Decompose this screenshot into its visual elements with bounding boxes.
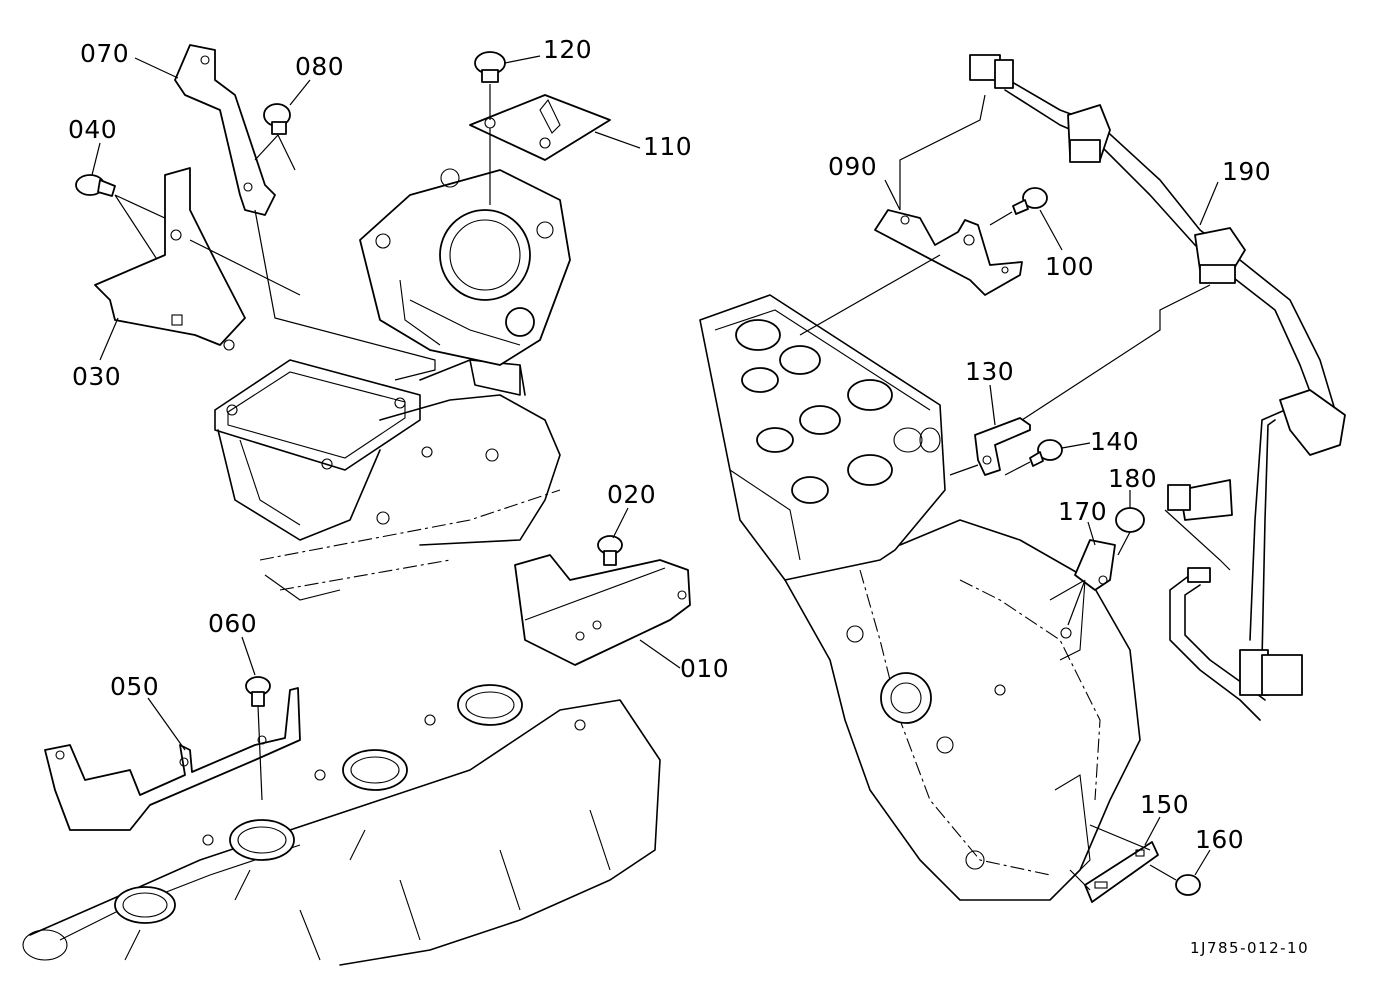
label-170: 170 <box>1058 497 1107 526</box>
bracket-050 <box>44 687 301 831</box>
label-070: 070 <box>80 39 129 68</box>
nut-180 <box>1115 507 1145 556</box>
label-190: 190 <box>1222 157 1271 186</box>
cylinder-head <box>699 294 946 581</box>
label-010: 010 <box>680 654 729 683</box>
label-080: 080 <box>295 52 344 81</box>
drawing-reference: 1J785-012-10 <box>1190 939 1309 957</box>
bracket-130 <box>949 284 1211 476</box>
label-060: 060 <box>208 609 257 638</box>
label-090: 090 <box>828 152 877 181</box>
bracket-090 <box>799 94 1023 336</box>
callouts: 070 080 040 030 120 110 020 010 060 050 … <box>68 35 1309 957</box>
plate-110 <box>469 94 611 205</box>
label-140: 140 <box>1090 427 1139 456</box>
label-030: 030 <box>72 362 121 391</box>
bracket-070 <box>174 44 436 381</box>
label-100: 100 <box>1045 252 1094 281</box>
plate-150 <box>1069 824 1159 903</box>
label-040: 040 <box>68 115 117 144</box>
label-110: 110 <box>643 132 692 161</box>
bracket-030 <box>94 167 301 351</box>
throttle-body <box>359 168 571 396</box>
label-160: 160 <box>1195 825 1244 854</box>
intake-manifold-housing <box>214 359 561 601</box>
bracket-010 <box>514 554 691 666</box>
label-120: 120 <box>543 35 592 64</box>
label-130: 130 <box>965 357 1014 386</box>
harness-190 <box>969 54 1346 721</box>
bolt-120 <box>474 51 506 120</box>
label-020: 020 <box>607 480 656 509</box>
bolt-140 <box>1004 439 1063 476</box>
gear-case <box>784 519 1141 901</box>
bolt-160 <box>1149 864 1201 896</box>
valve-cover <box>22 684 661 966</box>
bolt-100 <box>989 187 1048 226</box>
label-050: 050 <box>110 672 159 701</box>
bolt-060 <box>245 676 271 801</box>
label-180: 180 <box>1108 464 1157 493</box>
bolt-020 <box>597 535 623 566</box>
bracket-170 <box>1067 539 1116 626</box>
bolt-080 <box>254 103 296 171</box>
label-150: 150 <box>1140 790 1189 819</box>
